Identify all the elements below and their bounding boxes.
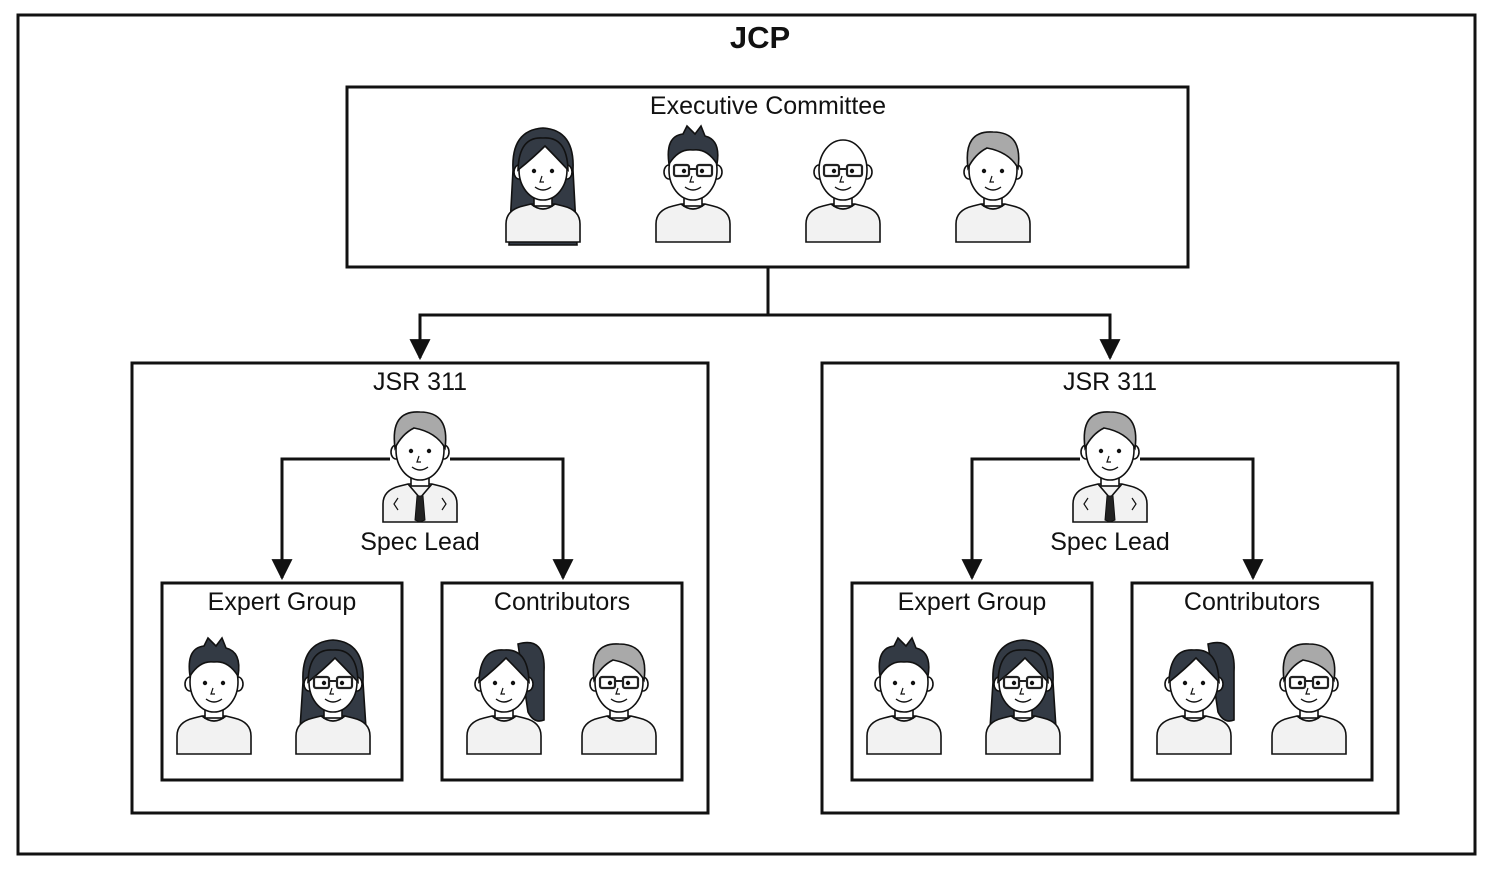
avatar-contributor-woman-ponytail-right	[1156, 641, 1235, 755]
avatar-contributor-woman-ponytail-left	[466, 641, 545, 755]
speclead-to-expert-right-arrow	[961, 457, 1080, 581]
speclead-to-contrib-right-arrow	[1140, 457, 1264, 581]
contributors-box-left	[440, 581, 684, 782]
contributors-label-left: Contributors	[493, 588, 631, 616]
committee-to-jsr-right-arrow	[768, 313, 1121, 361]
jsr-box-right	[820, 361, 1400, 815]
jsr-label-left: JSR 311	[372, 368, 468, 396]
speclead-to-contrib-left-arrow	[450, 457, 574, 581]
avatar-committee-bald-glasses	[805, 139, 881, 243]
expert-group-label-left: Expert Group	[207, 588, 357, 616]
avatar-contributor-man-glasses-left	[581, 643, 657, 755]
expert-group-label-right: Expert Group	[897, 588, 1047, 616]
avatar-expert-woman-glasses-right	[985, 639, 1061, 755]
spec-lead-label-right: Spec Lead	[1050, 528, 1170, 556]
jsr-box-left	[130, 361, 710, 815]
avatar-expert-man-left	[176, 636, 252, 755]
avatar-contributor-man-glasses-right	[1271, 643, 1347, 755]
avatar-spec-lead-left	[382, 411, 458, 523]
contributors-label-right: Contributors	[1183, 588, 1321, 616]
committee-to-jsr-left-arrow	[409, 267, 770, 361]
avatar-committee-man-grey-hair	[955, 131, 1031, 243]
expert-group-box-left	[160, 581, 404, 782]
spec-lead-label-left: Spec Lead	[360, 528, 480, 556]
contributors-box-right	[1130, 581, 1374, 782]
executive-committee-label: Executive Committee	[649, 92, 887, 120]
avatar-spec-lead-right	[1072, 411, 1148, 523]
avatar-expert-man-right	[866, 636, 942, 755]
speclead-to-expert-left-arrow	[271, 457, 390, 581]
diagram-title: JCP	[729, 20, 791, 55]
avatar-committee-woman-long-hair	[505, 127, 581, 246]
jsr-label-right: JSR 311	[1062, 368, 1158, 396]
jcp-frame	[16, 13, 1477, 856]
expert-group-box-right	[850, 581, 1094, 782]
avatar-expert-woman-glasses-left	[295, 639, 371, 755]
avatar-committee-man-glasses	[655, 124, 731, 243]
